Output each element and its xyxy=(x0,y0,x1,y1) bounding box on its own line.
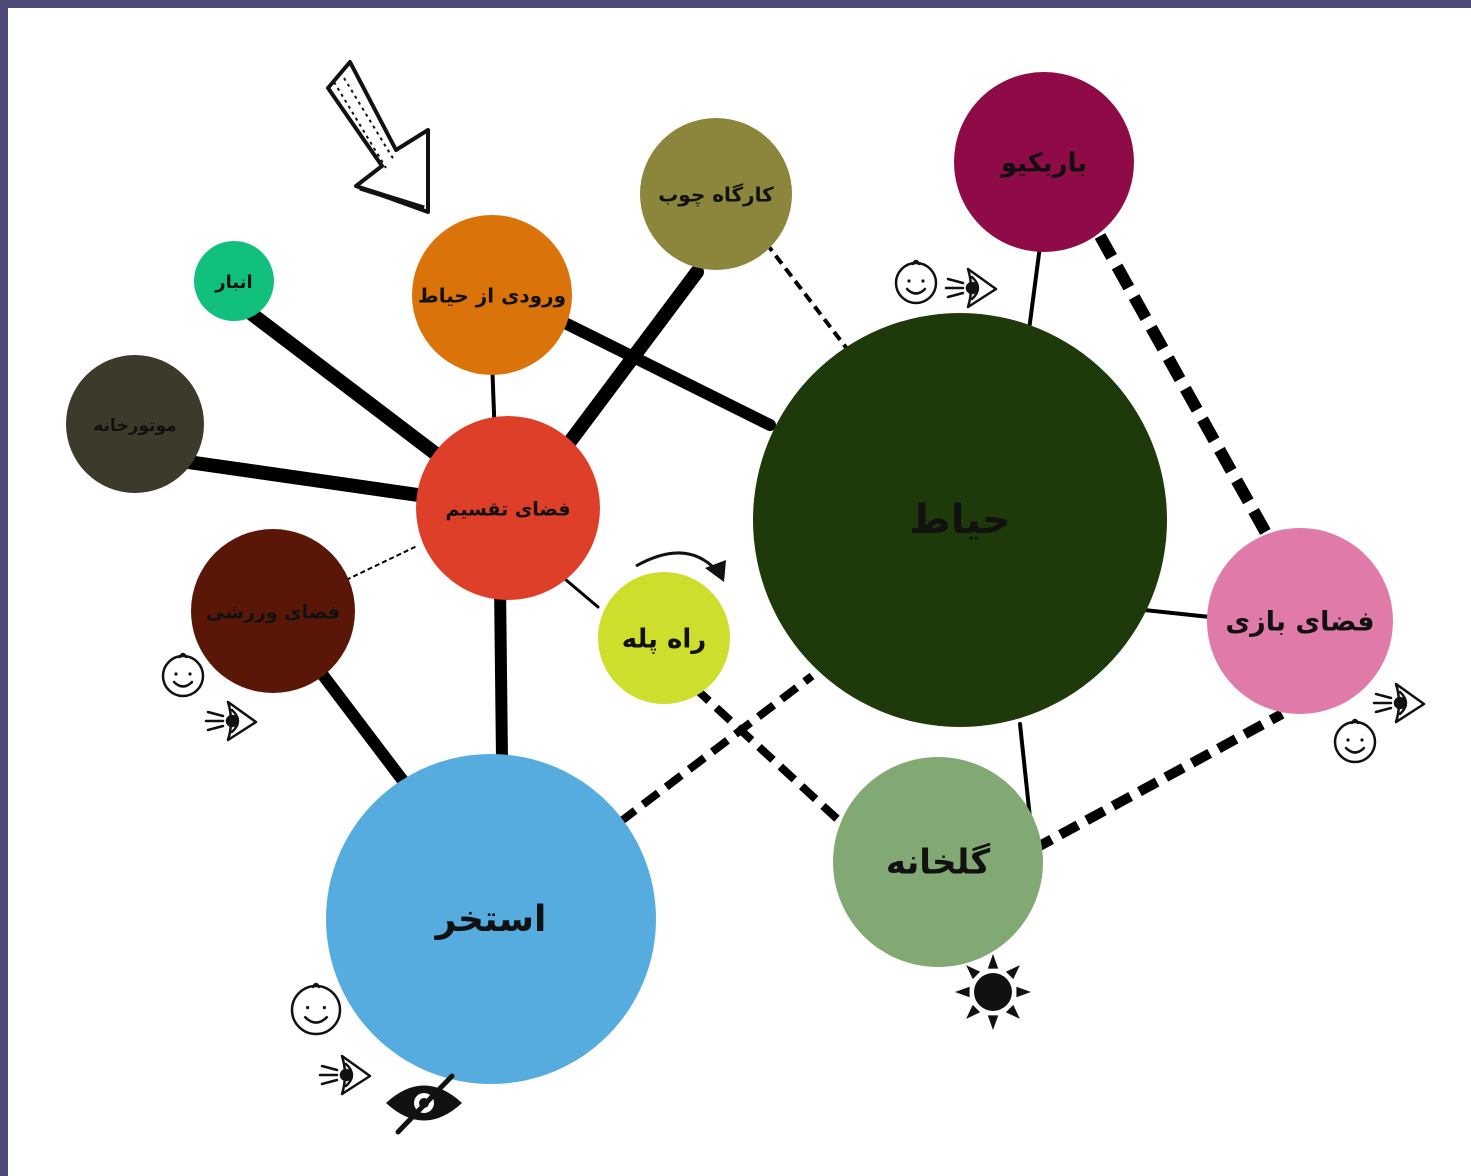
node-varzeshi-label: فضای ورزشی xyxy=(206,602,340,624)
node-estakhr-label: استخر xyxy=(434,899,547,940)
node-motorkhane-circle xyxy=(66,355,204,493)
node-vorudi-label: ورودی از حیاط xyxy=(418,284,566,308)
node-rahpele: راه پله xyxy=(598,572,730,704)
child-face-icon xyxy=(290,982,342,1036)
connector-barbecue-hayat-thin xyxy=(1027,244,1042,332)
sun-ray xyxy=(1016,986,1031,998)
node-anbar-circle xyxy=(194,241,274,321)
circular-arrow-icon xyxy=(635,551,726,582)
node-hayat: حیاط xyxy=(753,313,1167,727)
sun-icon xyxy=(955,954,1031,1030)
node-barbecue-circle xyxy=(954,72,1134,252)
connector-motorkhane-taghsim-thick xyxy=(181,455,425,502)
node-taghsim: فضای تقسیم xyxy=(416,416,600,600)
node-vorudi: ورودی از حیاط xyxy=(412,215,572,375)
node-anbar: انبار xyxy=(194,241,274,321)
connector-kargah-taghsim-thick xyxy=(541,265,704,478)
entrance-arrow-icon xyxy=(326,60,430,214)
node-hayat-circle xyxy=(753,313,1167,727)
node-kargah: کارگاه چوب xyxy=(640,118,792,270)
connector-anbar-taghsim-thick xyxy=(233,298,464,477)
eye-icon xyxy=(944,267,998,309)
node-estakhr: استخر xyxy=(326,754,656,1084)
nodes-layer: انبار ورودی از حیاط کارگاه چوب باربکیو موتور… xyxy=(66,72,1393,1084)
connector-varzeshi-taghsim-fine-dashed xyxy=(345,545,418,581)
node-anbar-label: انبار xyxy=(214,272,252,293)
node-motorkhane-label: موتورخانه xyxy=(93,416,176,436)
node-bazi-label: فضای بازی xyxy=(1225,607,1374,638)
node-golkhane-label: گلخانه xyxy=(886,843,991,883)
eye-icon xyxy=(1372,682,1426,724)
eye-icon xyxy=(318,1054,372,1096)
node-rahpele-circle xyxy=(598,572,730,704)
sun-ray xyxy=(966,965,981,980)
icons-layer xyxy=(161,60,1426,1135)
child-face-icon xyxy=(894,259,938,305)
node-kargah-label: کارگاه چوب xyxy=(658,183,774,208)
sun-ray xyxy=(966,1004,981,1019)
connector-kargah-hayat-dashed xyxy=(764,241,853,356)
node-golkhane: گلخانه xyxy=(833,757,1043,967)
eye-icon xyxy=(204,700,258,742)
sun-ray xyxy=(1005,1004,1020,1019)
sun-ray xyxy=(955,986,970,998)
connector-vorudi-hayat-thick xyxy=(561,318,776,431)
node-barbecue-label: باربکیو xyxy=(999,149,1087,179)
sun-ray xyxy=(987,954,999,969)
connector-hayat-bazi-thin xyxy=(1133,607,1212,619)
node-bazi-circle xyxy=(1207,528,1393,714)
connector-hayat-golkhane-thin xyxy=(1018,722,1032,820)
node-vorudi-circle xyxy=(412,215,572,375)
sun-ray xyxy=(1005,965,1020,980)
child-face-icon xyxy=(1333,718,1377,764)
node-hayat-label: حیاط xyxy=(909,497,1011,543)
node-varzeshi: فضای ورزشی xyxy=(191,529,355,693)
node-varzeshi-circle xyxy=(191,529,355,693)
node-barbecue: باربکیو xyxy=(954,72,1134,252)
connector-rahpele-golkhane-thick-dashed xyxy=(692,685,850,831)
node-rahpele-label: راه پله xyxy=(622,625,706,655)
connector-barbecue-bazi-thick-dashed xyxy=(1094,233,1272,536)
node-motorkhane: موتورخانه xyxy=(66,355,204,493)
connector-estakhr-hayat-thick-dashed xyxy=(617,672,815,826)
node-taghsim-label: فضای تقسیم xyxy=(445,499,570,521)
node-taghsim-circle xyxy=(416,416,600,600)
connector-varzeshi-estakhr-thick xyxy=(310,660,416,796)
hidden-eye-icon xyxy=(386,1073,462,1135)
node-golkhane-circle xyxy=(833,757,1043,967)
connector-taghsim-estakhr-thick xyxy=(494,578,508,766)
node-kargah-circle xyxy=(640,118,792,270)
node-bazi: فضای بازی xyxy=(1207,528,1393,714)
connector-golkhane-bazi-thick-dashed xyxy=(1031,709,1285,854)
sun-ray xyxy=(987,1015,999,1030)
node-estakhr-circle xyxy=(326,754,656,1084)
child-face-icon xyxy=(161,652,205,698)
